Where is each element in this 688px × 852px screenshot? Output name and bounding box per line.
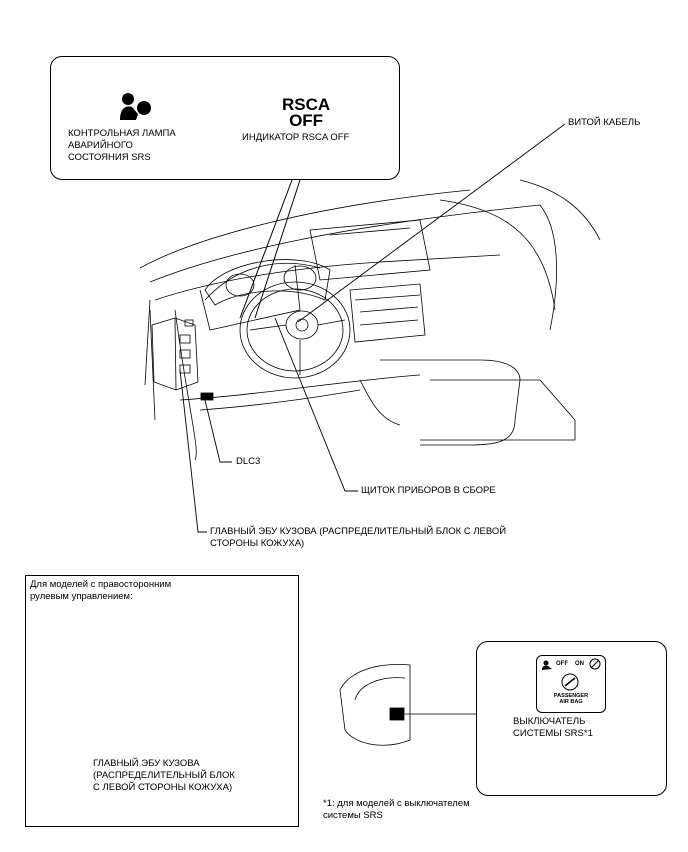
rsca-off-text: OFF <box>289 111 324 130</box>
spiral-cable-label: ВИТОЙ КАБЕЛЬ <box>568 117 641 128</box>
srs-switch-label: ВЫКЛЮЧАТЕЛЬ СИСТЕМЫ SRS*1 <box>513 716 593 739</box>
main-body-ecu-label: ГЛАВНЫЙ ЭБУ КУЗОВА (РАСПРЕДЕЛИТЕЛЬНЫЙ БЛ… <box>210 526 507 549</box>
rsca-off-indicator-label: ИНДИКАТОР RSCA OFF <box>242 132 350 143</box>
instrument-cluster-drawing <box>204 259 331 306</box>
callout-leader-lines <box>239 179 301 319</box>
dlc3-connector-drawing <box>200 392 214 401</box>
srs-switch-drawing <box>339 664 478 746</box>
leader-lines <box>179 123 566 533</box>
on-text: ON <box>575 661 584 667</box>
rsca-off-indicator: RSCA OFF <box>282 95 331 130</box>
passenger-airbag-text: PASSENGER AIR BAG <box>553 693 589 705</box>
srs-warning-lamp-icon <box>120 93 151 120</box>
rhd-ecu-label: ГЛАВНЫЙ ЭБУ КУЗОВА (РАСПРЕДЕЛИТЕЛЬНЫЙ БЛ… <box>93 758 235 793</box>
off-text: OFF <box>556 661 568 667</box>
instrument-panel-label: ЩИТОК ПРИБОРОВ В СБОРЕ <box>361 485 496 496</box>
airbag-disabled-icon <box>589 658 601 670</box>
rhd-inset-box <box>25 575 299 827</box>
steering-wheel <box>239 281 351 379</box>
key-cylinder-icon <box>561 673 579 691</box>
rhd-inset-title: Для моделей с правосторонним рулевым упр… <box>30 579 172 602</box>
dlc3-label: DLC3 <box>236 456 261 467</box>
rsca-text: RSCA <box>282 95 331 114</box>
passenger-airbag-icon <box>542 660 552 670</box>
srs-warning-lamp-label: КОНТРОЛЬНАЯ ЛАМПА АВАРИЙНОГО СОСТОЯНИЯ S… <box>68 128 176 163</box>
indicator-callout <box>50 56 400 180</box>
dashboard-outline <box>139 179 601 461</box>
footnote: *1: для моделей с выключателем системы S… <box>323 798 470 821</box>
srs-switch-plate: OFF ON PASSENGER AIR BAG <box>536 655 606 713</box>
junction-block-drawing <box>151 317 199 391</box>
